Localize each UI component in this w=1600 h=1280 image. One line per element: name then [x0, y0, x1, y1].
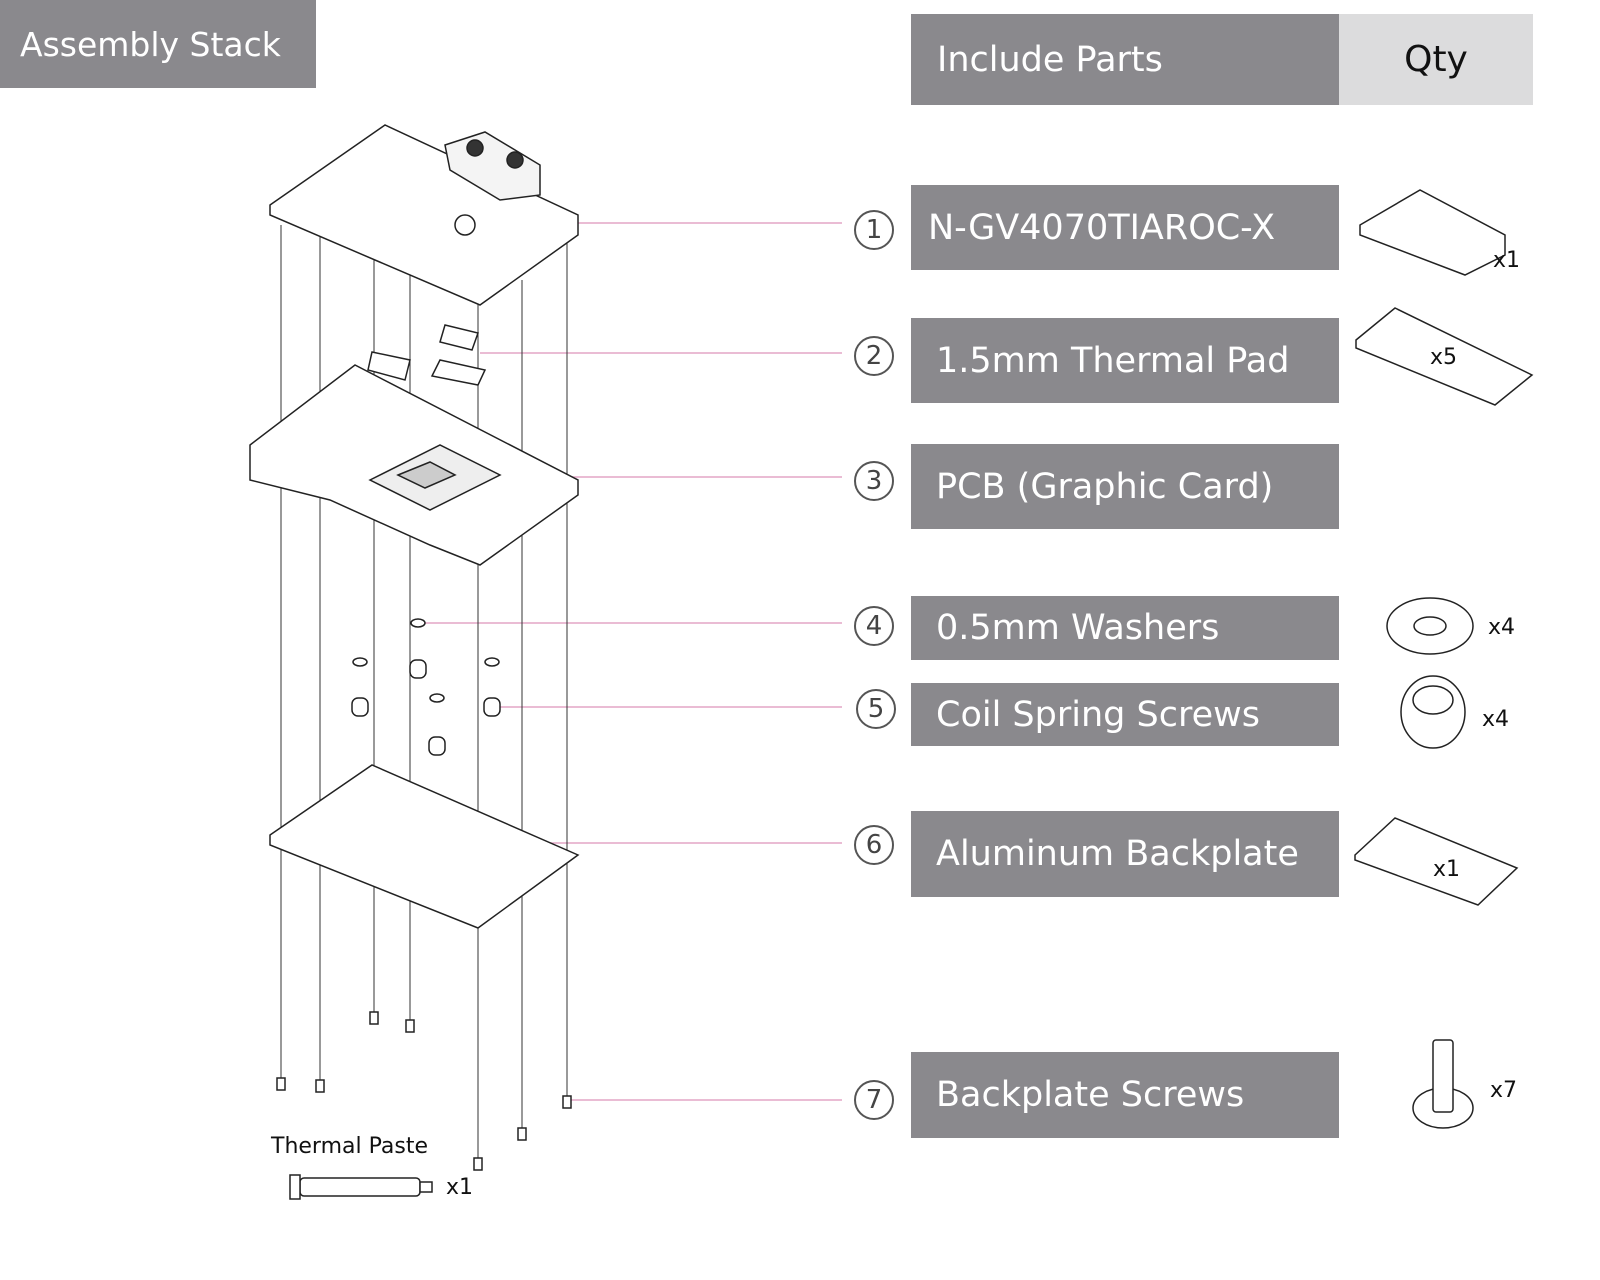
part-number: 6	[854, 825, 894, 865]
thermal-paste-qty: x1	[446, 1175, 474, 1200]
include-parts-header: Include Parts	[911, 14, 1339, 105]
water-block-thumb	[1359, 189, 1506, 276]
part-qty: x5	[1430, 345, 1458, 370]
thermal-paste-label: Thermal Paste	[271, 1134, 428, 1159]
backplate	[269, 764, 580, 929]
assembly-stack-title: Assembly Stack	[0, 0, 316, 88]
part-label: Backplate Screws	[911, 1052, 1339, 1138]
part-number: 7	[854, 1080, 894, 1120]
part-label: 0.5mm Washers	[911, 596, 1339, 660]
thermal-pads	[367, 351, 411, 381]
part-number: 2	[854, 336, 894, 376]
qty-icons	[1354, 189, 1534, 1129]
backplate-thumb	[1354, 817, 1519, 906]
thermal-paste-syringe	[289, 1174, 433, 1200]
part-number: 3	[854, 461, 894, 501]
part-number: 5	[856, 689, 896, 729]
part-label: 1.5mm Thermal Pad	[911, 318, 1339, 403]
part-qty: x7	[1490, 1078, 1518, 1103]
backplate-screws	[276, 1011, 572, 1171]
part-label: N-GV4070TIAROC-X	[911, 185, 1339, 270]
qty-header: Qty	[1339, 14, 1533, 105]
part-label: Aluminum Backplate	[911, 811, 1339, 897]
part-qty: x1	[1433, 857, 1461, 882]
washers-and-springs	[351, 618, 501, 756]
part-number: 1	[854, 210, 894, 250]
part-number: 4	[854, 606, 894, 646]
part-label: Coil Spring Screws	[911, 683, 1339, 746]
part-label: PCB (Graphic Card)	[911, 444, 1339, 529]
part-qty: x1	[1493, 248, 1521, 273]
alignment-lines	[280, 225, 568, 1160]
water-block	[269, 124, 579, 306]
thermal-pad-thumb	[1355, 307, 1534, 406]
part-qty: x4	[1482, 707, 1510, 732]
part-qty: x4	[1488, 615, 1516, 640]
